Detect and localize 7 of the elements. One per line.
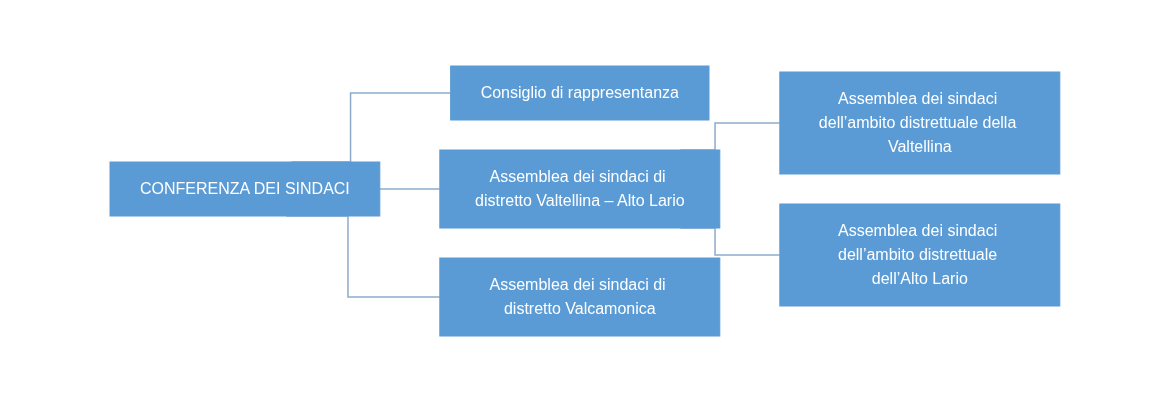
node-box: CONFERENZA DEI SINDACI — [109, 161, 381, 216]
node-box: Assemblea dei sindaci di distretto Valcamonica — [439, 257, 721, 336]
node-box: Consiglio di rappresentanza — [450, 65, 710, 120]
connector — [379, 187, 441, 190]
node-box: Assemblea dei sindaci dell’ambito distrettuale della Valtellina — [779, 71, 1061, 174]
node-box: Assemblea dei sindaci dell’ambito distrettuale dell’Alto Lario — [779, 203, 1061, 306]
node-box: Assemblea dei sindaci di distretto Valtellina – Alto Lario — [439, 149, 721, 228]
